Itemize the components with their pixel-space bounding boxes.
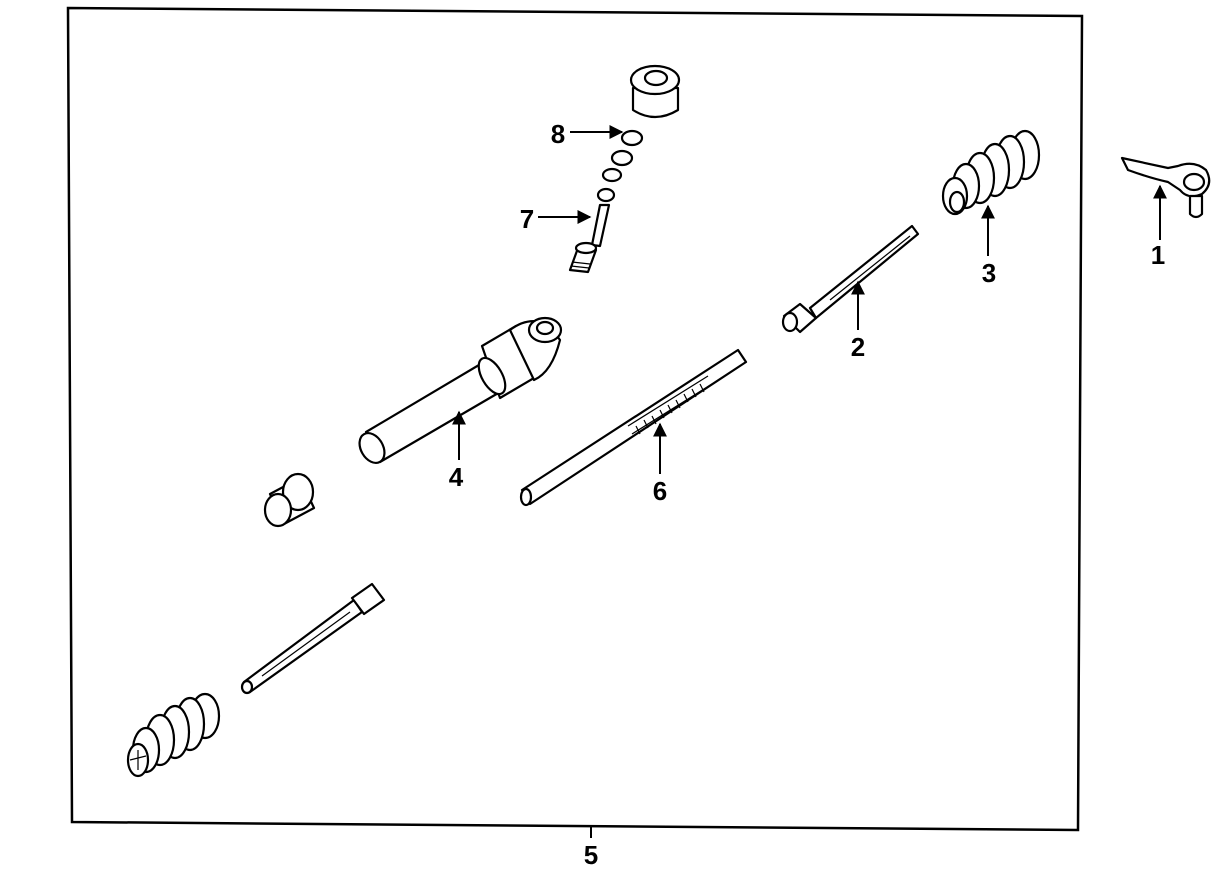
callout-2: 2 (851, 332, 865, 362)
outer-tie-rod-end (1120, 156, 1211, 219)
bellows-boot-right (941, 129, 1041, 216)
inner-tie-rod-left (240, 582, 386, 695)
callout-3: 3 (982, 258, 996, 288)
callout-8: 8 (551, 119, 565, 149)
inner-tie-rod-right (781, 224, 920, 334)
callout-7: 7 (520, 204, 534, 234)
callout-1: 1 (1151, 240, 1165, 270)
mount-cap (629, 64, 681, 119)
callout-5: 5 (584, 840, 598, 870)
callout-4: 4 (449, 462, 464, 492)
rack-bushing (263, 472, 316, 528)
assembly-border (66, 6, 1084, 832)
bolt (568, 203, 611, 274)
bellows-boot-left (126, 692, 221, 778)
callout-6: 6 (653, 476, 667, 506)
rack-bar (519, 348, 748, 507)
washers (596, 129, 644, 203)
rack-housing (358, 316, 563, 465)
